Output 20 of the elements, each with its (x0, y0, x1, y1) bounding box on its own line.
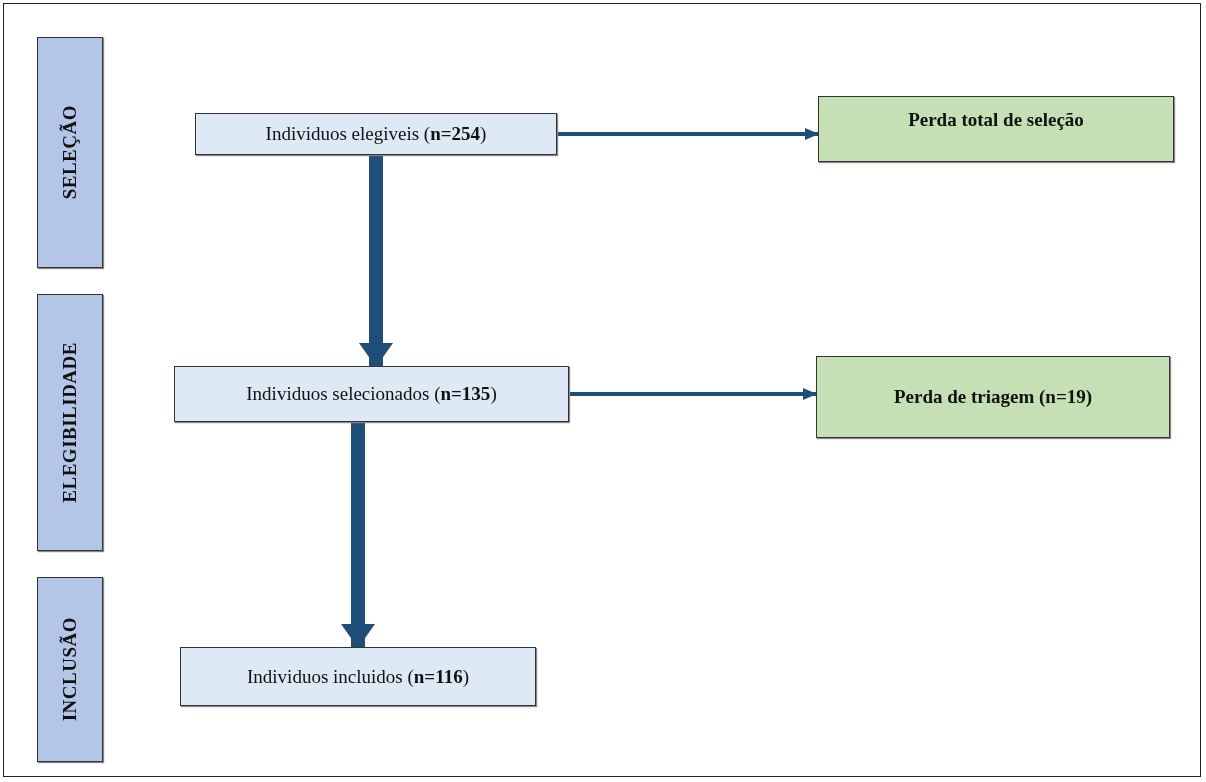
box-text: Individuos elegiveis (n=254) (265, 123, 487, 145)
process-box (180, 647, 536, 706)
process-box (174, 366, 569, 422)
box-text: Perda de triagem (n=19) (893, 386, 1093, 408)
box-text: Individuos incluidos (n=116) (247, 665, 469, 688)
process-box (195, 113, 557, 155)
stage-label: SELEÇÃO (59, 105, 81, 200)
exclusion-box (818, 96, 1174, 162)
stage-band (37, 577, 103, 762)
stage-label: INCLUSÃO (59, 617, 81, 722)
stage-band (37, 294, 103, 551)
arrow (359, 155, 393, 367)
stage-band (37, 37, 103, 268)
exclusion-box (816, 356, 1170, 438)
stage-label: ELEGIBILIDADE (59, 342, 81, 503)
arrow (557, 128, 819, 140)
box-text: Perda total de seleção (908, 109, 1084, 131)
box-text: Individuos selecionados (n=135) (246, 383, 497, 405)
arrow (569, 388, 817, 400)
arrow (341, 422, 375, 648)
